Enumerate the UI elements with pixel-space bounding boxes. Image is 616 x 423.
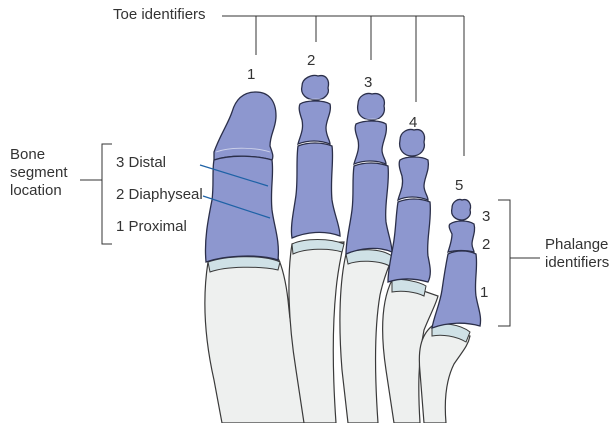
bone-segment-label-line-1: Bone xyxy=(10,146,68,164)
phalange-number-2: 2 xyxy=(482,236,490,254)
toe-identifiers-title: Toe identifiers xyxy=(113,6,206,24)
segment-proximal: 1 Proximal xyxy=(116,218,187,236)
toe-number-1: 1 xyxy=(247,66,255,84)
toe-3-distal-phalanx xyxy=(358,93,385,120)
toe-number-2: 2 xyxy=(307,52,315,70)
bone-segment-label-line-3: location xyxy=(10,182,68,200)
toe-5-middle-phalanx xyxy=(448,221,475,252)
toe-number-4: 4 xyxy=(409,114,417,132)
bone-segment-bracket xyxy=(80,144,112,244)
bone-segment-label-line-2: segment xyxy=(10,164,68,182)
toe-4-proximal-phalanx xyxy=(388,199,430,282)
segment-distal: 3 Distal xyxy=(116,154,166,172)
toe-5-proximal-phalanx xyxy=(432,251,481,328)
phalange-number-3: 3 xyxy=(482,208,490,226)
toe-3-proximal-phalanx xyxy=(346,163,392,254)
toe-number-3: 3 xyxy=(364,74,372,92)
toe-2-middle-phalanx xyxy=(298,101,330,144)
segment-diaphyseal: 2 Diaphyseal xyxy=(116,186,203,204)
phalange-label-line-1: Phalange xyxy=(545,236,609,254)
toe-2-distal-phalanx xyxy=(302,75,329,100)
toe-4-middle-phalanx xyxy=(398,157,428,200)
toe-4-distal-phalanx xyxy=(400,129,425,156)
phalange-identifiers-label: Phalange identifiers xyxy=(545,236,609,272)
toe-5-distal-phalanx xyxy=(452,199,471,220)
toe-3-middle-phalanx xyxy=(354,121,386,164)
toe-2-proximal-phalanx xyxy=(291,143,340,238)
toe-number-5: 5 xyxy=(455,177,463,195)
bone-segment-location-label: Bone segment location xyxy=(10,146,68,200)
phalange-number-1: 1 xyxy=(480,284,488,302)
phalange-label-line-2: identifiers xyxy=(545,254,609,272)
phalange-bracket xyxy=(498,200,540,326)
